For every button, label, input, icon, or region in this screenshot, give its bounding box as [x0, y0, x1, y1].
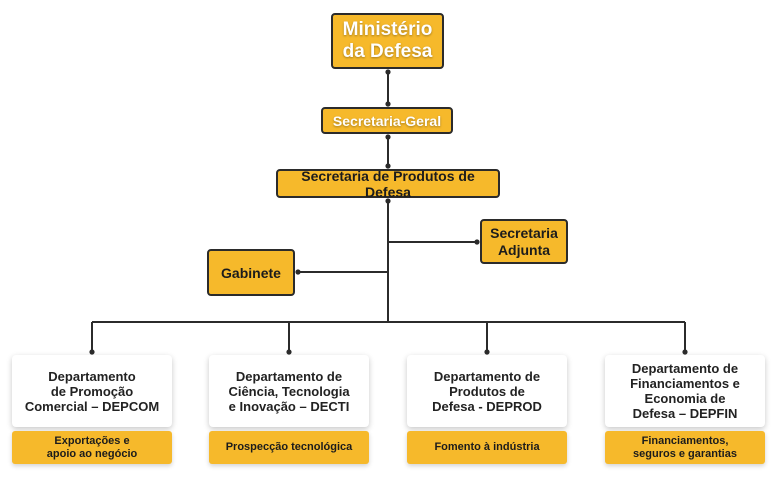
node-depfin-function: Financiamentos, seguros e garantias: [605, 431, 765, 464]
node-ministerio-da-defesa: Ministério da Defesa: [331, 13, 444, 69]
node-depcom-function: Exportações e apoio ao negócio: [12, 431, 172, 464]
node-gabinete: Gabinete: [207, 249, 295, 296]
node-depfin: Departamento de Financiamentos e Economi…: [605, 355, 765, 427]
node-decti: Departamento de Ciência, Tecnologia e In…: [209, 355, 369, 427]
node-deprod: Departamento de Produtos de Defesa - DEP…: [407, 355, 567, 427]
node-secretaria-adjunta: Secretaria Adjunta: [480, 219, 568, 264]
node-depcom: Departamento de Promoção Comercial – DEP…: [12, 355, 172, 427]
node-secretaria-geral: Secretaria-Geral: [321, 107, 453, 134]
node-decti-function: Prospecção tecnológica: [209, 431, 369, 464]
node-secretaria-produtos-defesa: Secretaria de Produtos de Defesa: [276, 168, 500, 200]
node-deprod-function: Fomento à indústria: [407, 431, 567, 464]
